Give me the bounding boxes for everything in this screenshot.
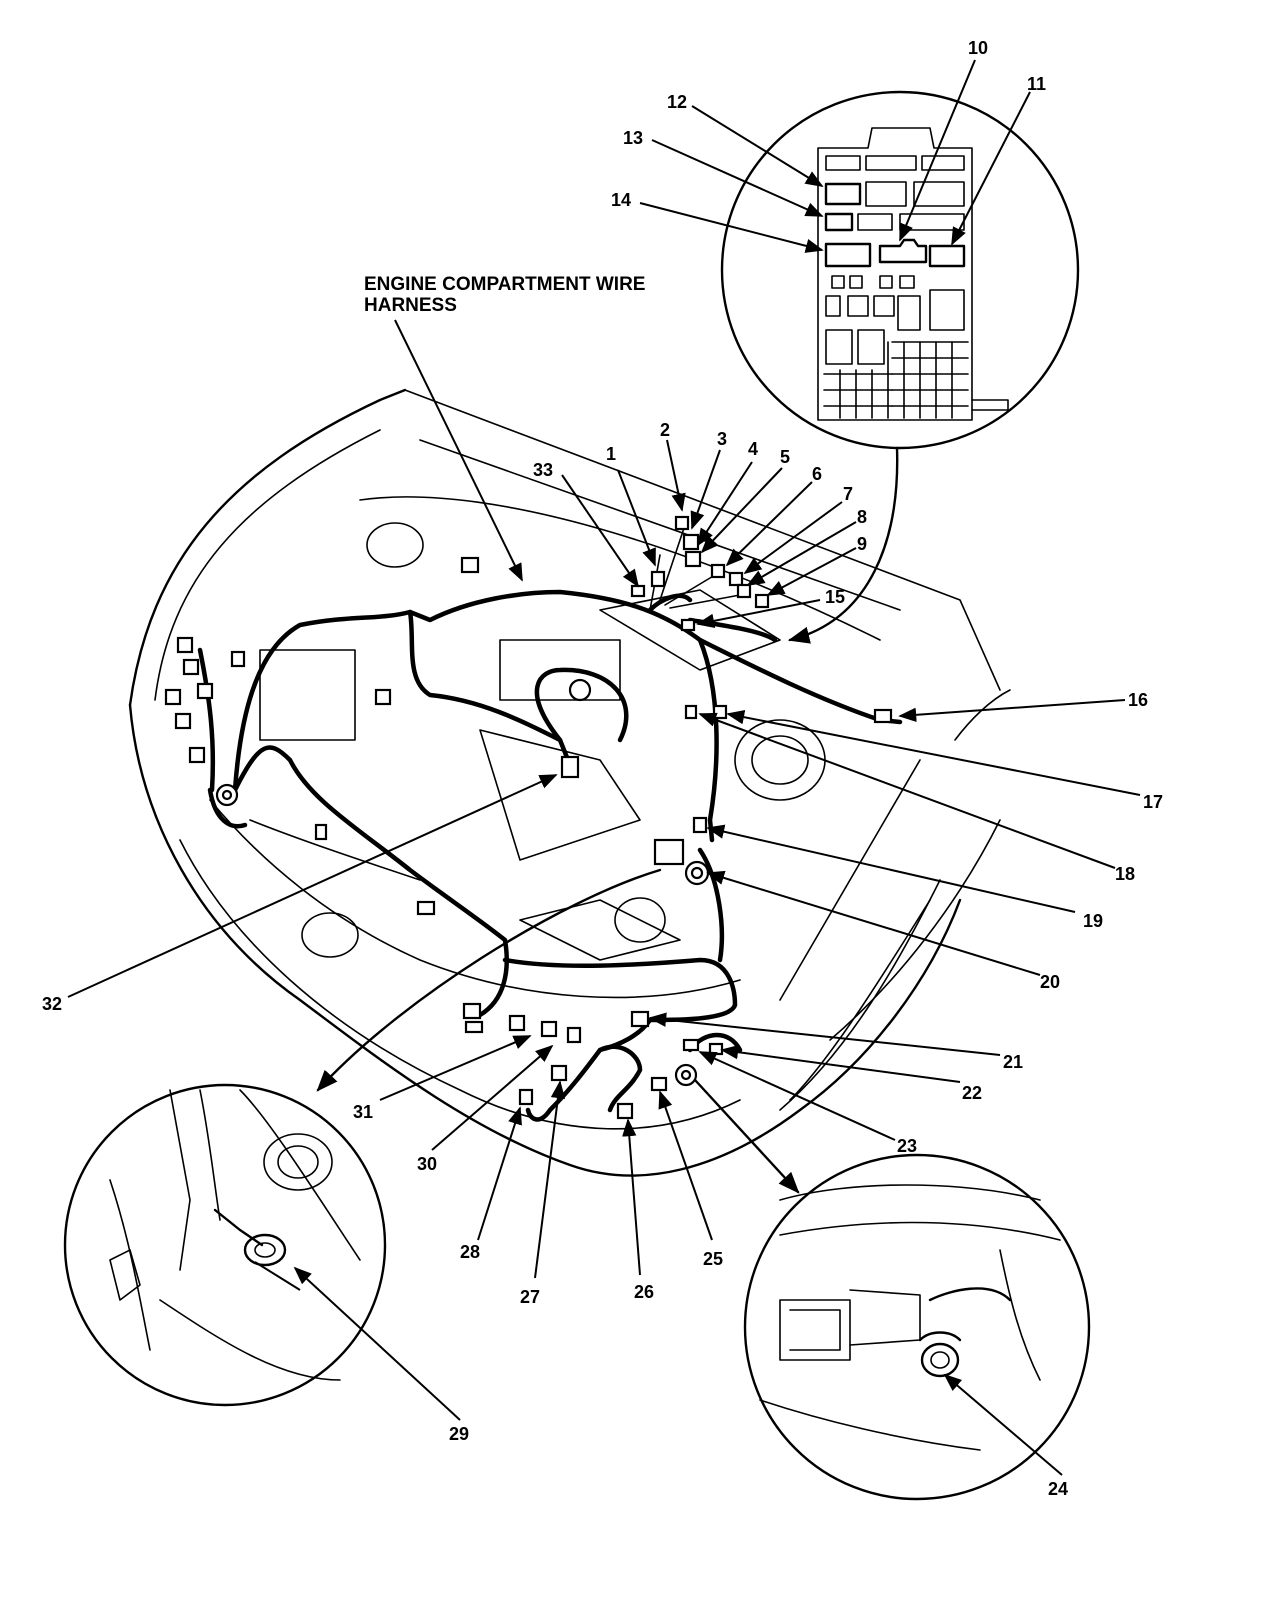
callout-2: 2: [660, 420, 670, 440]
callout-22: 22: [962, 1083, 982, 1103]
callout-9: 9: [857, 534, 867, 554]
callout-20: 20: [1040, 972, 1060, 992]
callout-10: 10: [968, 38, 988, 58]
callout-17: 17: [1143, 792, 1163, 812]
callout-27: 27: [520, 1287, 540, 1307]
callout-5: 5: [780, 447, 790, 467]
callout-19: 19: [1083, 911, 1103, 931]
callout-8: 8: [857, 507, 867, 527]
callout-15: 15: [825, 587, 845, 607]
callout-28: 28: [460, 1242, 480, 1262]
callout-16: 16: [1128, 690, 1148, 710]
harness-connectors: [164, 515, 893, 1120]
callout-4: 4: [748, 439, 758, 459]
callout-25: 25: [703, 1249, 723, 1269]
harness-title-leader: [394, 319, 523, 582]
callout-24: 24: [1048, 1479, 1068, 1499]
callout-3: 3: [717, 429, 727, 449]
ground-inset-right: [743, 1153, 1091, 1501]
callout-labels: 1 2 3 4 5 6 7 8 9 10 11 12 13 14 15 16 1…: [42, 38, 1163, 1499]
callout-18: 18: [1115, 864, 1135, 884]
callout-6: 6: [812, 464, 822, 484]
callout-14: 14: [611, 190, 631, 210]
callout-29: 29: [449, 1424, 469, 1444]
harness-wires: [197, 524, 903, 1122]
callout-23: 23: [897, 1136, 917, 1156]
callout-13: 13: [623, 128, 643, 148]
harness-title-line-1: ENGINE COMPARTMENT WIRE: [364, 274, 645, 295]
callout-11: 11: [1027, 74, 1046, 94]
callout-leaders: [67, 59, 1141, 1476]
callout-21: 21: [1003, 1052, 1023, 1072]
fuse-box-inset: [720, 90, 1080, 644]
callout-12: 12: [667, 92, 687, 112]
callout-30: 30: [417, 1154, 437, 1174]
ground-inset-left: [63, 1083, 387, 1407]
callout-7: 7: [843, 484, 853, 504]
callout-32: 32: [42, 994, 62, 1014]
callout-33: 33: [533, 460, 553, 480]
callout-26: 26: [634, 1282, 654, 1302]
car-body-outline: [128, 388, 1011, 1177]
callout-31: 31: [353, 1102, 373, 1122]
callout-1: 1: [606, 444, 616, 464]
harness-title-line-2: HARNESS: [364, 295, 457, 316]
